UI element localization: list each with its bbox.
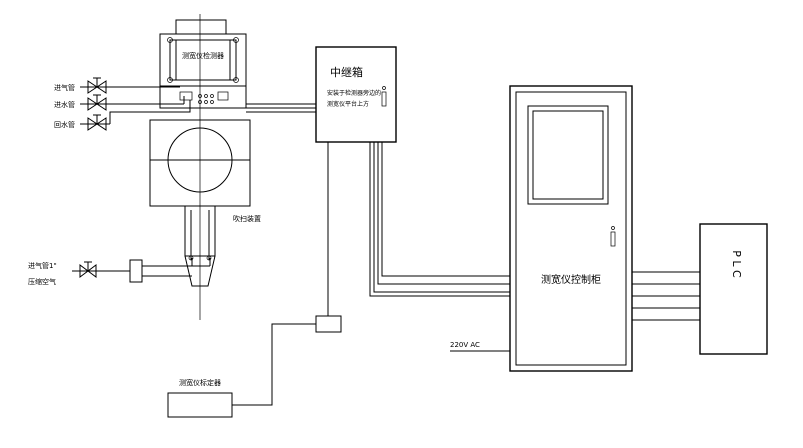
sensor-head-label: 测宽仪检测器 [182, 51, 224, 60]
relay-to-calibrator-cable [232, 142, 342, 406]
power-label: 220V AC [450, 341, 480, 349]
pipe-return-water: 回水管 [54, 100, 191, 131]
plc-label: P L C [730, 250, 743, 278]
relay-box-title: 中继箱 [330, 65, 363, 79]
pipe-compressed-air: 进气管1" 压缩空气 [28, 258, 211, 286]
pipe-inlet-air: 进气管 [54, 77, 180, 94]
blower-assembly: 吹扫装置 [184, 205, 261, 287]
control-cabinet: 测宽仪控制柜 [509, 85, 633, 372]
cabinet-to-plc-cables [632, 271, 700, 321]
sensor-to-relay-cables [246, 103, 316, 113]
relay-box-note-2: 测宽仪平台上方 [327, 100, 369, 108]
inlet-air-label: 进气管 [54, 83, 75, 92]
relay-box-note-1: 安装于检测器旁边的 [327, 89, 381, 97]
cabinet-label: 测宽仪控制柜 [541, 273, 601, 286]
relay-to-cabinet-cables [369, 142, 510, 297]
power-input: 220V AC [450, 341, 510, 352]
relay-box: 中继箱 安装于检测器旁边的 测宽仪平台上方 [315, 46, 397, 143]
blower-label: 吹扫装置 [233, 214, 261, 223]
return-water-label: 回水管 [54, 120, 75, 129]
pipe-inlet-water: 进水管 [54, 94, 185, 111]
plc: P L C [699, 223, 768, 355]
inlet-air-pipe-label: 进气管1" [28, 261, 57, 270]
sensor-head: 测宽仪检测器 [159, 19, 247, 109]
inlet-water-label: 进水管 [54, 100, 75, 109]
calibrator-label: 测宽仪标定器 [179, 378, 221, 387]
calibrator: 测宽仪标定器 [167, 378, 233, 418]
compressed-air-label: 压缩空气 [28, 277, 56, 286]
